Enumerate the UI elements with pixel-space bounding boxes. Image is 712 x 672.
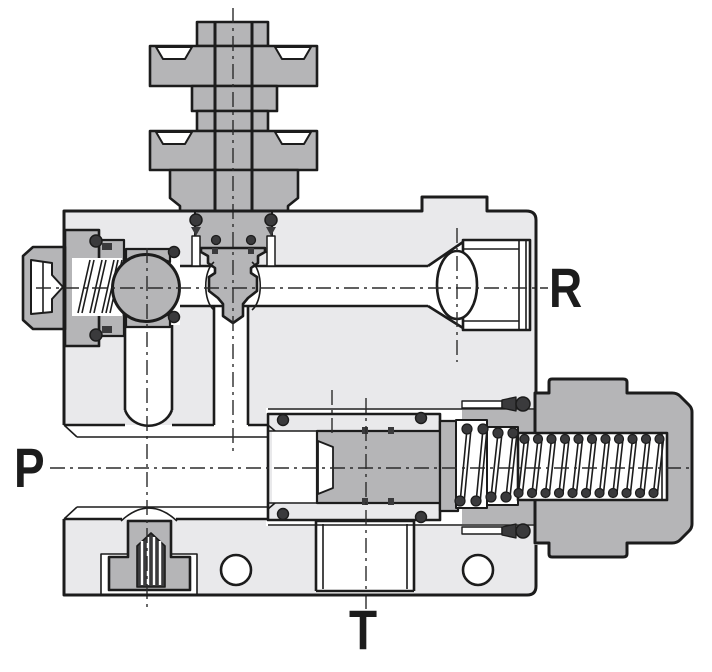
centerlines [36, 8, 689, 614]
mounting-holes [219, 553, 495, 587]
plug-hex-socket [136, 532, 166, 588]
spring-wire-dots [454, 423, 665, 507]
valve-body-outline [62, 195, 538, 597]
port-p-label: P [14, 436, 45, 499]
spool [315, 429, 442, 505]
port-t-label: T [349, 598, 378, 661]
bottom-plug [107, 507, 192, 592]
hex-socket [30, 259, 64, 315]
stem-seals [189, 213, 278, 267]
port-r-label: R [549, 256, 583, 319]
relief-spring [454, 396, 665, 539]
needle-tip [199, 246, 267, 325]
stem-bonnet [168, 168, 300, 213]
cap-seals [461, 396, 531, 539]
